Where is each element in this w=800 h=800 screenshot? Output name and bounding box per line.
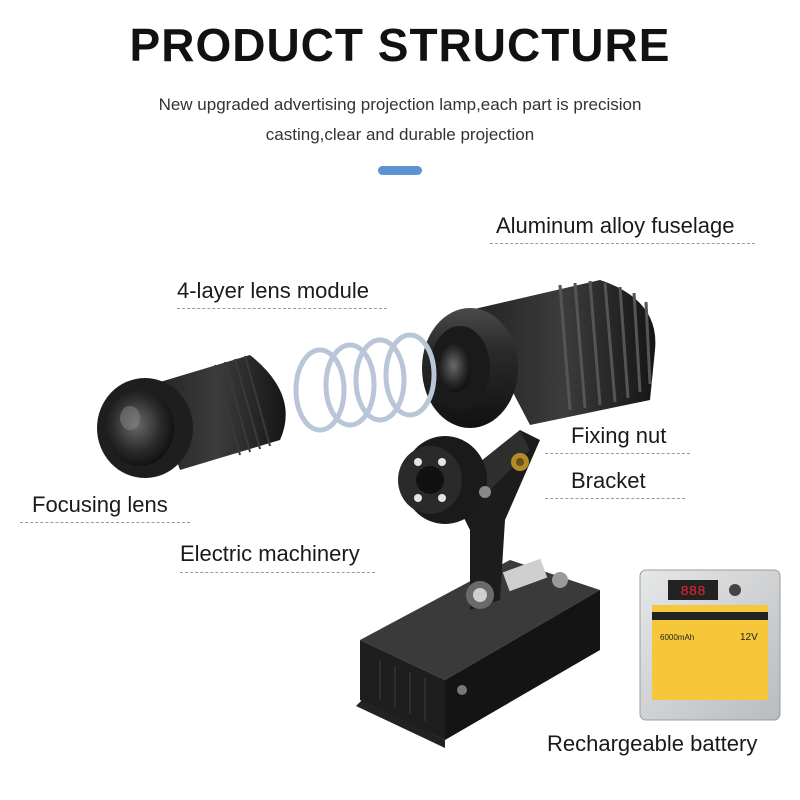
label-electric-machinery: Electric machinery	[180, 541, 360, 566]
focusing-lens	[97, 355, 286, 478]
lens-module-rings	[293, 332, 437, 433]
aluminum-fuselage	[422, 280, 656, 428]
leader-aluminum-fuselage	[490, 243, 755, 244]
leader-bracket	[545, 498, 685, 499]
battery-voltage: 12V	[740, 632, 758, 643]
rechargeable-battery: 888 12V 6000mAh	[639, 569, 781, 721]
page-title: PRODUCT STRUCTURE	[129, 19, 671, 71]
label-lens-module: 4-layer lens module	[177, 278, 369, 303]
battery-capacity: 6000mAh	[660, 633, 694, 642]
label-aluminum-fuselage: Aluminum alloy fuselage	[496, 213, 735, 238]
accent-bar	[378, 166, 422, 175]
subtitle-line-1: New upgraded advertising projection lamp…	[158, 95, 642, 114]
label-rechargeable-battery: Rechargeable battery	[547, 731, 758, 756]
leader-lens-module	[177, 308, 387, 309]
svg-text:6000mAh: 6000mAh	[660, 633, 694, 642]
subtitle-line-2: casting,clear and durable projection	[265, 125, 535, 144]
svg-text:12V: 12V	[740, 632, 758, 643]
leader-focusing-lens	[20, 522, 190, 523]
battery-display: 888	[680, 584, 705, 600]
label-focusing-lens: Focusing lens	[32, 492, 168, 517]
page-subtitle: New upgraded advertising projection lamp…	[100, 90, 700, 150]
leader-fixing-nut	[545, 453, 690, 454]
label-fixing-nut: Fixing nut	[571, 423, 667, 448]
electric-motor	[398, 436, 491, 524]
fixing-nut	[511, 453, 529, 471]
leader-electric-machinery	[180, 572, 375, 573]
label-bracket: Bracket	[571, 468, 646, 493]
svg-text:888: 888	[680, 584, 705, 600]
control-box	[356, 558, 600, 748]
